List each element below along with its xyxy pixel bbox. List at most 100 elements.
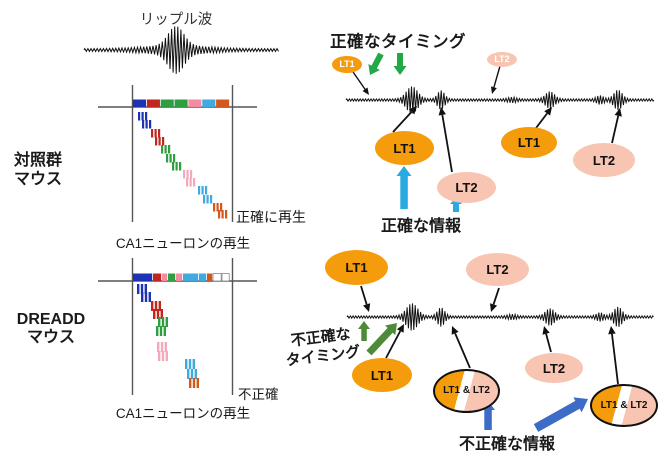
control-raster-tick — [168, 145, 171, 154]
dreadd-raster-tick — [158, 301, 161, 311]
arrow-lt2-replay-accurate-1 — [441, 114, 453, 173]
control-raster-tick — [145, 120, 148, 129]
dreadd-raster-tick — [165, 351, 168, 361]
accurate-info-label: 正確な情報 — [381, 218, 462, 235]
control-raster-tick — [220, 203, 223, 212]
control-raster-tick — [138, 112, 141, 121]
dreadd-raster-tick — [151, 301, 154, 311]
dreadd-raster-tick — [187, 369, 190, 379]
dreadd-raster-tick — [160, 309, 163, 319]
lt2-oval-inaccurate-top: LT2 — [466, 253, 529, 286]
control-template-segment — [202, 99, 216, 107]
dreadd-template-segment — [176, 273, 183, 281]
arrow-mixed-replay-2-head — [608, 326, 616, 335]
control-raster-tick — [166, 154, 169, 163]
arrow-lt2-replay-inaccurate — [545, 333, 552, 353]
dreadd-raster-tick — [192, 359, 195, 369]
control-raster-tick — [162, 137, 165, 146]
control-raster-tick — [210, 195, 213, 204]
dreadd-raster-tick — [141, 292, 144, 302]
control-raster-tick — [173, 154, 176, 163]
arrow-lt2-replay-inaccurate-head — [542, 326, 550, 335]
control-raster-tick — [221, 210, 224, 219]
control-raster-tick — [201, 186, 204, 195]
control-template-segment — [133, 99, 147, 107]
dreadd-raster-tick — [194, 369, 197, 379]
control-raster-tick — [154, 129, 157, 138]
control-group-label: 対照群 マウス — [14, 151, 62, 189]
control-raster-tick — [141, 112, 144, 121]
control-raster-tick — [206, 195, 209, 204]
ca1-replay-label-top: CA1ニューロンの再生 — [115, 236, 251, 251]
control-template-segment — [160, 99, 174, 107]
dreadd-raster-tick — [148, 292, 151, 302]
dreadd-template-segment — [162, 273, 168, 281]
dreadd-raster-tick — [140, 284, 144, 294]
dreadd-raster-tick — [137, 284, 140, 294]
arrow-lt1-replay-accurate-1-head — [408, 106, 417, 115]
control-template-segment — [174, 99, 188, 107]
dreadd-raster-tick — [153, 309, 156, 319]
control-raster-tick — [161, 145, 164, 154]
control-raster-tick — [189, 178, 192, 187]
dreadd-raster-tick — [160, 342, 164, 352]
dreadd-template-segment — [153, 273, 162, 281]
arrow-lt1-cue-inaccurate — [360, 285, 368, 305]
dreadd-raster-tick — [196, 378, 199, 388]
arrow-lt1-replay-inaccurate — [385, 330, 402, 359]
dreadd-raster-tick — [158, 351, 161, 361]
arrow-lt2-cue-accurate — [493, 65, 501, 88]
control-raster-tick — [158, 129, 161, 138]
control-raster-tick — [183, 170, 186, 179]
lt2-oval-small-top: LT2 — [487, 52, 517, 67]
arrow-lt2-replay-accurate-2-head — [614, 108, 622, 117]
inaccurate-replay-note: 不正確 — [238, 387, 279, 402]
lt1-oval-inaccurate-bottom: LT1 — [352, 358, 412, 392]
control-raster-tick — [186, 170, 189, 179]
arrow-lt1-cue-accurate — [350, 68, 366, 90]
control-raster-tick — [198, 186, 201, 195]
dreadd-template-segment — [221, 273, 230, 282]
control-raster-tick — [158, 137, 161, 146]
dreadd-raster-tick — [192, 378, 196, 388]
dreadd-raster-tick — [185, 359, 188, 369]
control-raster-tick — [205, 186, 208, 195]
dreadd-template-segment — [212, 273, 222, 282]
inaccurate-info-label: 不正確な情報 — [459, 436, 556, 453]
arrow-lt2-cue-accurate-head — [491, 86, 497, 94]
arrow-lt1-replay-accurate-2-head — [544, 107, 552, 116]
control-raster-tick — [190, 170, 193, 179]
arrow-lt2-replay-accurate-1-head — [438, 107, 446, 116]
lt1lt2-mixed-oval-1: LT1 & LT2 — [433, 369, 500, 413]
dreadd-template-segment — [199, 273, 207, 281]
control-raster-tick — [179, 162, 182, 171]
control-raster-tick — [225, 210, 228, 219]
control-raster-tick — [155, 137, 158, 146]
dreadd-template-segment — [133, 273, 153, 281]
arrow-mixed-replay-2 — [611, 333, 619, 385]
blue-bad-info-arrow-2 — [533, 397, 588, 432]
lt2-oval-inaccurate-mid: LT2 — [525, 353, 583, 383]
accurate-timing-title: 正確なタイミング — [330, 33, 466, 51]
lt1-oval-accurate-1: LT1 — [375, 131, 434, 165]
cyan-info-arrow-1 — [396, 166, 412, 209]
dreadd-raster-tick — [161, 317, 165, 327]
control-template-segment — [188, 99, 202, 107]
accurate-replay-note: 正確に再生 — [236, 209, 306, 225]
dreadd-raster-tick — [154, 301, 158, 311]
control-raster-tick — [169, 154, 172, 163]
control-raster-tick — [145, 112, 148, 121]
lt2-small-text: LT2 — [494, 54, 510, 64]
dreadd-group-line1: DREADD — [16, 311, 86, 328]
lt1-oval-accurate-2: LT1 — [501, 127, 557, 158]
control-raster-tick — [186, 178, 189, 187]
dreadd-raster-tick — [157, 342, 160, 352]
lt1-oval-inaccurate-top: LT1 — [325, 250, 388, 285]
dreadd-raster-tick — [163, 326, 166, 336]
arrow-lt1-replay-accurate-2 — [535, 112, 548, 129]
dreadd-raster-tick — [156, 326, 159, 336]
green-bad-timing-arrow-1 — [358, 321, 370, 341]
arrow-mixed-replay-1-head — [451, 326, 459, 335]
